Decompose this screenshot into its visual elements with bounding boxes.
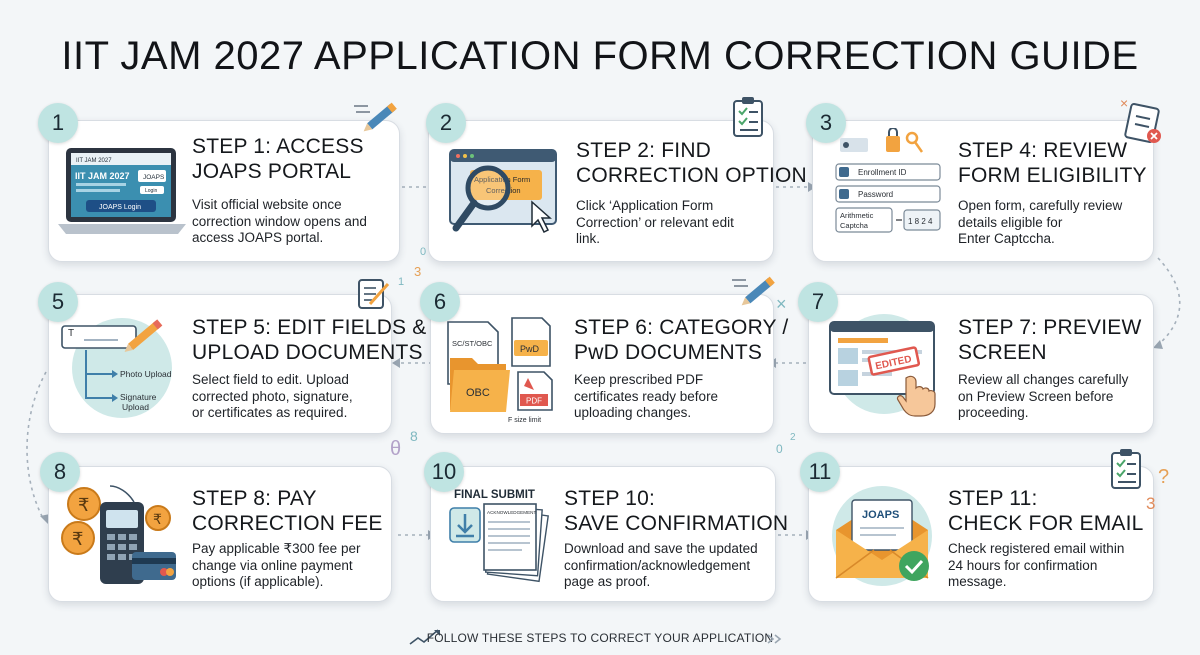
chevron-right-icon (766, 632, 788, 650)
step-title: STEP 11:CHECK FOR EMAIL (948, 487, 1144, 535)
decor-cross: × (1120, 98, 1128, 111)
step-badge: 11 (800, 452, 840, 492)
step-badge: 7 (798, 282, 838, 322)
preview-screen-illustration: EDITED (822, 308, 944, 423)
joaps-brand: JOAPS (862, 509, 899, 521)
step-badge: 3 (806, 103, 846, 143)
email-envelope-illustration: JOAPS (826, 478, 938, 595)
checklist-error-icon: × (1120, 95, 1168, 153)
signature-upload-label-1: Signature (120, 392, 157, 402)
arrowhead (40, 514, 50, 524)
step-card-2 (428, 120, 774, 262)
pdf-label: PDF (526, 397, 542, 406)
arrowhead (1153, 340, 1163, 349)
decor-digit: 3 (414, 264, 422, 279)
doc-pwd: PwD (520, 344, 540, 354)
doc-sc-st-obc: SC/ST/OBC (452, 339, 493, 348)
rupee-coin-3: ₹ (153, 511, 162, 527)
decor-digit: 1 (398, 276, 405, 288)
final-submit-illustration: FINAL SUBMIT ACKNOWLEDGEMENT (448, 484, 560, 601)
file-size-limit: F size limit (508, 417, 541, 424)
signature-upload-label-2: Upload (122, 402, 149, 412)
arrowhead (392, 358, 400, 368)
correction-link-line1: Application Form (474, 175, 530, 184)
connector-5-8 (26, 371, 47, 521)
category-documents-illustration: SC/ST/OBC PwD OBC PDF F size limit (446, 314, 566, 431)
pencil-icon (352, 94, 404, 139)
login-form-illustration: Enrollment ID Password Arithmetic Captch… (834, 127, 944, 245)
footer-caption: FOLLOW THESE STEPS TO CORRECT YOUR APPLI… (426, 631, 774, 645)
captcha-value: 1 8 2 4 (908, 217, 933, 226)
step-badge: 1 (38, 103, 78, 143)
trend-arrow-icon (408, 628, 442, 651)
decor-cross: × (776, 294, 787, 314)
photo-upload-label: Photo Upload (120, 369, 172, 379)
browser-magnifier-illustration: Application Form Correction (448, 146, 564, 243)
decor-theta: θ (390, 438, 402, 460)
step-title: STEP 10:SAVE CONFIRMATION (564, 487, 789, 535)
joaps-login-button-label: JOAPS Login (99, 204, 141, 211)
decor-digit: 0 (776, 442, 783, 456)
rupee-coin-1: ₹ (78, 495, 89, 515)
enrollment-id-field: Enrollment ID (858, 168, 907, 177)
decor-digit: 8 (410, 428, 418, 444)
decor-digit: 3 (1146, 494, 1156, 513)
password-field: Password (858, 190, 893, 199)
step-title: STEP 5: EDIT FIELDS &UPLOAD DOCUMENTS (192, 316, 427, 364)
portal-joaps-label: JOAPS (143, 174, 165, 181)
final-submit-label: FINAL SUBMIT (454, 489, 535, 501)
notepad-pen-icon (356, 276, 392, 315)
page-title: IIT JAM 2027 APPLICATION FORM CORRECTION… (61, 34, 1139, 78)
portal-login-label: Login (145, 188, 157, 194)
text-cursor-glyph: T (68, 328, 74, 339)
clipboard-checklist-icon (732, 96, 766, 143)
step-badge: 2 (426, 103, 466, 143)
step-badge: 10 (424, 452, 464, 492)
decor-digit: 0 (420, 246, 427, 258)
captcha-label-line2: Captcha (840, 221, 869, 230)
folder-obc: OBC (466, 387, 490, 399)
acknowledgement-label: ACKNOWLEDGEMENT (487, 510, 536, 515)
captcha-label-line1: Arithmetic (840, 211, 874, 220)
rupee-coin-2: ₹ (72, 529, 83, 549)
step-title: STEP 6: CATEGORY /PwD DOCUMENTS (574, 316, 789, 364)
step-badge: 8 (40, 452, 80, 492)
step-badge: 5 (38, 282, 78, 322)
edit-upload-illustration: T Photo Upload Signature Upload (58, 310, 186, 427)
portal-brand-small: IIT JAM 2027 (76, 158, 112, 164)
pencil-icon (730, 270, 782, 313)
decor-question: ? (1158, 466, 1170, 488)
connector-3-7 (1157, 257, 1181, 346)
laptop-illustration: IIT JAM 2027 IIT JAM 2027 JOAPS Login JO… (58, 142, 186, 245)
correction-link-line2: Correction (486, 186, 521, 195)
payment-illustration: ₹ ₹ ₹ (60, 482, 180, 599)
decor-digit: 2 (790, 432, 796, 443)
clipboard-checklist-icon (1110, 448, 1146, 495)
step-badge: 6 (420, 282, 460, 322)
portal-brand: IIT JAM 2027 (75, 171, 130, 181)
